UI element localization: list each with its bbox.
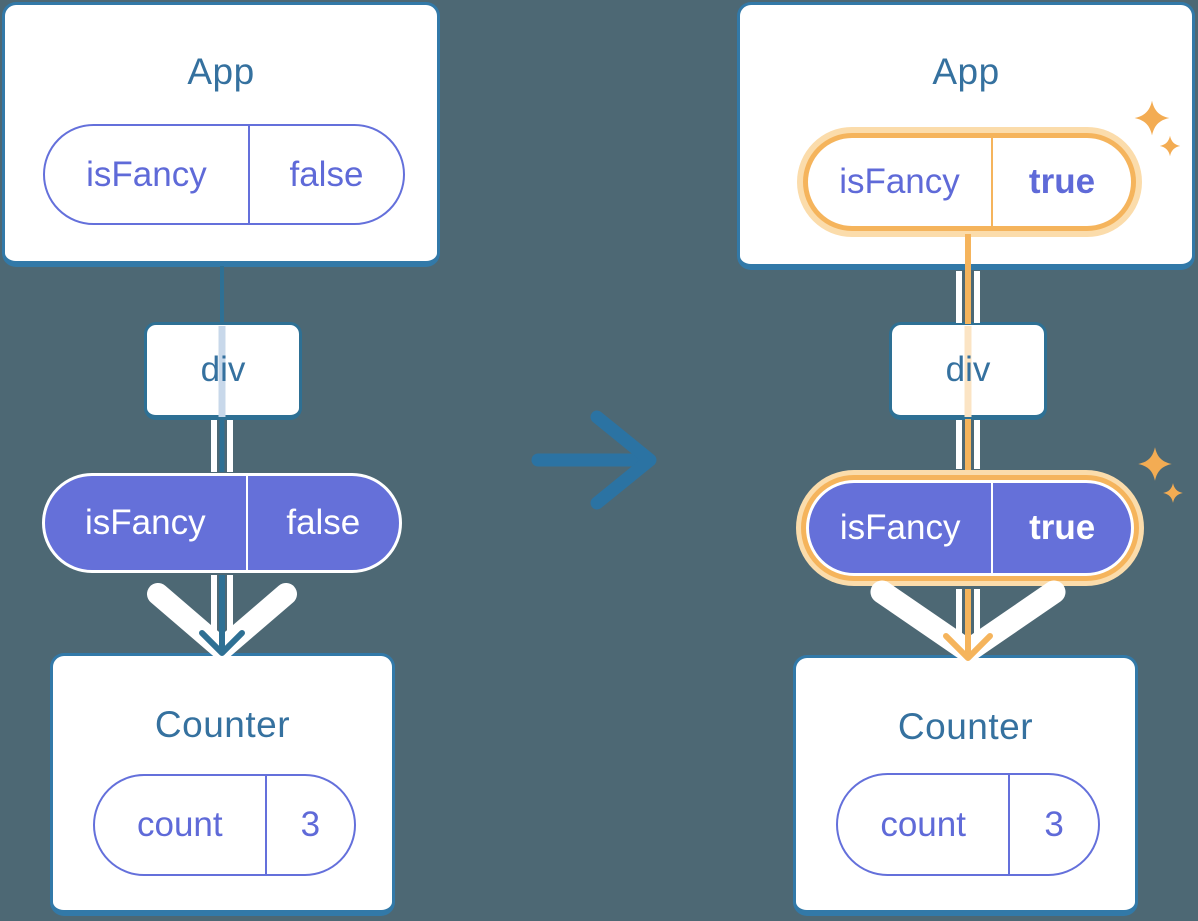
prop-key: isFancy xyxy=(86,154,207,194)
sparkle-icon xyxy=(1163,483,1183,503)
left-counter-state-pill: count 3 xyxy=(93,774,356,876)
left-div-label: div xyxy=(200,350,246,389)
prop-value: false xyxy=(289,154,364,194)
state-value: 3 xyxy=(300,805,321,844)
down-arrow-icon xyxy=(199,630,245,656)
left-app-card: App isFancy false xyxy=(2,2,440,267)
prop-key: isFancy xyxy=(839,508,961,547)
right-counter-state-pill: count 3 xyxy=(836,773,1100,876)
left-div-node: div xyxy=(144,322,302,420)
state-value: 3 xyxy=(1044,804,1064,844)
prop-key: isFancy xyxy=(839,162,960,201)
pill-divider xyxy=(247,126,250,223)
pill-divider xyxy=(264,776,267,874)
chevron-icon xyxy=(870,580,1066,663)
prop-value: true xyxy=(1028,162,1096,201)
pill-divider xyxy=(1008,775,1011,874)
pill-divider xyxy=(245,476,248,570)
right-div-label: div xyxy=(945,350,991,389)
right-app-card: App isFancy true xyxy=(737,2,1195,270)
left-passed-prop-pill: isFancy false xyxy=(42,473,402,573)
chevron-icon xyxy=(147,583,297,660)
state-key: count xyxy=(880,804,966,844)
right-counter-title: Counter xyxy=(897,706,1034,747)
state-key: count xyxy=(137,805,223,844)
right-app-prop-pill-highlighted: isFancy true xyxy=(803,133,1136,231)
left-counter-title: Counter xyxy=(154,704,291,745)
right-div-node: div xyxy=(889,322,1047,420)
transition-arrow-icon xyxy=(531,410,657,510)
prop-value: false xyxy=(286,503,361,542)
sparkle-group-middle xyxy=(1138,447,1183,503)
prop-key: isFancy xyxy=(85,503,206,542)
pill-divider xyxy=(991,483,994,573)
right-passed-prop-pill-highlighted: isFancy true xyxy=(806,480,1134,576)
sparkle-icon xyxy=(1138,447,1172,481)
left-counter-card: Counter count 3 xyxy=(50,653,395,916)
right-app-title: App xyxy=(932,51,1000,92)
left-app-title: App xyxy=(187,51,255,92)
right-counter-card: Counter count 3 xyxy=(793,655,1138,916)
left-app-prop-pill: isFancy false xyxy=(43,124,405,225)
pill-divider xyxy=(990,138,993,226)
prop-value: true xyxy=(1029,508,1096,547)
